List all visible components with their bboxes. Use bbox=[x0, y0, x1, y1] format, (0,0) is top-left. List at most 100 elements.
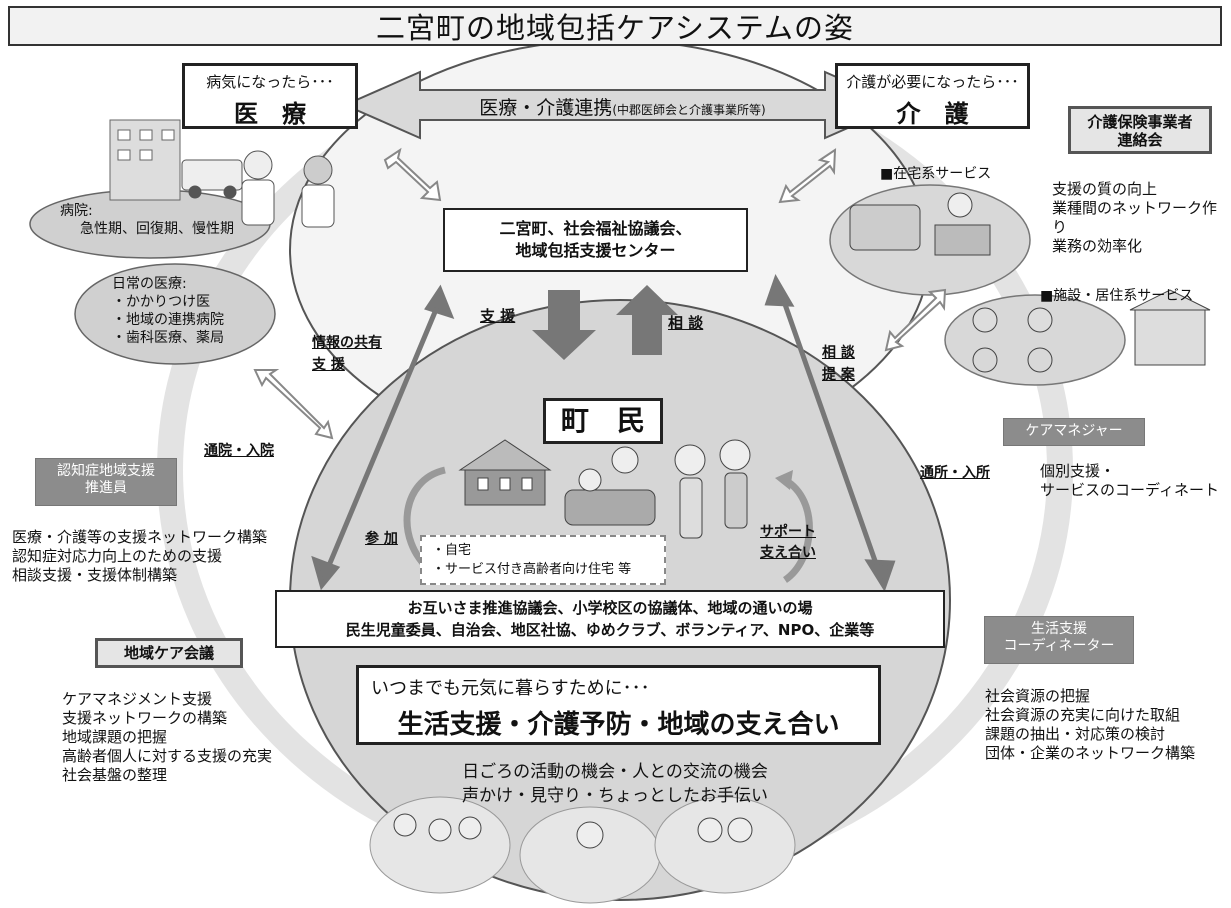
daily-activity-line-1: 日ごろの活動の機会・人との交流の機会 bbox=[462, 762, 768, 782]
dementia-item: 認知症対応力向上のための支援 bbox=[12, 547, 223, 565]
info-share-arrow bbox=[311, 284, 455, 591]
community-care-item: 支援ネットワークの構築 bbox=[62, 709, 228, 727]
provider-liaison-item: 業務の効率化 bbox=[1052, 237, 1143, 255]
hospital-building-picture bbox=[109, 119, 181, 201]
info-share-line-1: 情報の共有 bbox=[312, 335, 382, 351]
dementia-item: 相談支援・支援体制構築 bbox=[12, 566, 178, 584]
community-care-list: ケアマネジメント支援 支援ネットワークの構築 地域課題の把握 高齢者個人に対する… bbox=[62, 690, 272, 785]
collab-sub: (中郡医師会と介護事業所等) bbox=[612, 103, 766, 117]
community-care-head: 地域ケア会議 bbox=[95, 638, 243, 668]
support-arrow bbox=[532, 290, 596, 360]
community-care-item: 地域課題の把握 bbox=[62, 728, 168, 746]
community-care-item: 高齢者個人に対する支援の充実 bbox=[62, 747, 273, 765]
life-coordinator-item: 社会資源の把握 bbox=[985, 687, 1091, 705]
family-picture bbox=[564, 439, 751, 539]
medical-sub: 病気になったら･･･ bbox=[206, 73, 334, 91]
daily-medical-item: ・かかりつけ医 bbox=[112, 294, 211, 310]
visit-facility-arrow bbox=[884, 288, 947, 352]
life-coordinator-item: 団体・企業のネットワーク構築 bbox=[985, 744, 1196, 762]
activity-ellipse-2 bbox=[519, 806, 661, 904]
community-groups-line-2: 民生児童委員、自治会、地区社協、ゆめクラブ、ボランティア、NPO、企業等 bbox=[345, 621, 875, 639]
daily-medical-item: ・地域の連携病院 bbox=[112, 312, 224, 328]
consult-propose-label: 相 談 提 案 bbox=[822, 342, 855, 386]
dementia-head-1: 認知症地域支援 bbox=[57, 463, 155, 479]
participate-curve bbox=[403, 466, 446, 573]
dementia-item: 医療・介護等の支援ネットワーク構築 bbox=[12, 528, 268, 546]
housing-callout: ・自宅 ・サービス付き高齢者向け住宅 等 bbox=[420, 535, 666, 585]
medical-link-arrow bbox=[383, 147, 442, 202]
daily-medical-ellipse bbox=[74, 263, 276, 365]
support-label: 支 援 bbox=[480, 307, 516, 325]
daily-medical-item: ・歯科医療、薬局 bbox=[112, 330, 224, 346]
life-coordinator-item: 社会資源の充実に向けた取組 bbox=[985, 706, 1181, 724]
activity-pictures bbox=[393, 813, 753, 849]
visit-hospital-label: 通院・入院 bbox=[204, 443, 274, 459]
dementia-list: 医療・介護等の支援ネットワーク構築 認知症対応力向上のための支援 相談支援・支援… bbox=[12, 528, 267, 585]
daily-medical-text: 日常の医療: ・かかりつけ医 ・地域の連携病院 ・歯科医療、薬局 bbox=[112, 275, 224, 347]
facility-services-label: ■施設・居住系サービス bbox=[1040, 288, 1194, 304]
facility-service-ellipse bbox=[944, 294, 1126, 386]
provider-liaison-list: 支援の質の向上 業種間のネットワーク作り 業務の効率化 bbox=[1052, 180, 1231, 256]
consult-propose-arrow bbox=[764, 274, 896, 592]
consult-label: 相 談 bbox=[668, 314, 704, 332]
care-sub: 介護が必要になったら･･･ bbox=[846, 73, 1019, 91]
support-mutual-line-2: 支え合い bbox=[760, 545, 816, 561]
activity-ellipse-1 bbox=[369, 796, 511, 894]
daily-activity-text: 日ごろの活動の機会・人との交流の機会 声かけ・見守り・ちょっとしたお手伝い bbox=[440, 760, 790, 808]
care-link-arrow bbox=[778, 148, 837, 204]
community-groups-line-1: お互いさま推進協議会、小学校区の協議体、地域の通いの場 bbox=[407, 599, 813, 617]
center-line-1: 二宮町、社会福祉協議会、 bbox=[499, 219, 692, 238]
care-manager-head: ケアマネジャー bbox=[1003, 418, 1145, 446]
support-curve bbox=[782, 476, 813, 583]
hospital-types: 急性期、回復期、慢性期 bbox=[80, 221, 234, 237]
collab-label: 医療・介護連携(中郡医師会と介護事業所等) bbox=[420, 93, 825, 120]
provider-liaison-head-2: 連絡会 bbox=[1117, 131, 1163, 149]
provider-liaison-head-1: 介護保険事業者 bbox=[1087, 113, 1193, 131]
daily-activity-line-2: 声かけ・見守り・ちょっとしたお手伝い bbox=[462, 786, 768, 806]
info-share-line-2: 支 援 bbox=[312, 357, 345, 373]
slogan-sub: いつまでも元気に暮らすために･･･ bbox=[371, 678, 650, 699]
community-groups-box: お互いさま推進協議会、小学校区の協議体、地域の通いの場 民生児童委員、自治会、地… bbox=[275, 590, 945, 648]
center-line-2: 地域包括支援センター bbox=[515, 241, 676, 260]
visit-hospital-arrow bbox=[253, 369, 334, 440]
housing-item: ・自宅 bbox=[432, 543, 472, 558]
home-services-label: ■在宅系サービス bbox=[880, 166, 992, 182]
consult-propose-line-1: 相 談 bbox=[822, 345, 855, 361]
slogan-main: 生活支援・介護予防・地域の支え合い bbox=[397, 710, 840, 740]
hospital-text: 病院: 急性期、回復期、慢性期 bbox=[60, 202, 234, 238]
care-manager-item: サービスのコーディネート bbox=[1040, 481, 1219, 499]
activity-ellipse-3 bbox=[654, 796, 796, 894]
life-coordinator-list: 社会資源の把握 社会資源の充実に向けた取組 課題の抽出・対応策の検討 団体・企業… bbox=[985, 687, 1195, 763]
daily-medical-title: 日常の医療: bbox=[112, 276, 187, 292]
care-main: 介 護 bbox=[896, 100, 969, 128]
care-manager-list: 個別支援・ サービスのコーディネート bbox=[1040, 462, 1219, 500]
life-coordinator-head-2: コーディネーター bbox=[1003, 638, 1115, 654]
support-mutual-label: サポート 支え合い bbox=[760, 522, 816, 564]
life-coordinator-head-1: 生活支援 bbox=[1031, 621, 1087, 637]
dementia-head: 認知症地域支援 推進員 bbox=[35, 458, 177, 506]
visit-facility-label: 通所・入所 bbox=[920, 465, 990, 481]
house-picture bbox=[458, 439, 552, 506]
life-coordinator-head: 生活支援 コーディネーター bbox=[984, 616, 1134, 664]
home-service-picture bbox=[849, 192, 991, 256]
ambulance-picture bbox=[181, 159, 243, 199]
residents-title: 町 民 bbox=[543, 398, 663, 444]
care-box: 介護が必要になったら･･･ 介 護 bbox=[835, 63, 1030, 129]
dementia-head-2: 推進員 bbox=[85, 480, 127, 496]
care-manager-item: 個別支援・ bbox=[1040, 462, 1116, 480]
community-care-item: 社会基盤の整理 bbox=[62, 766, 168, 784]
consult-arrow bbox=[616, 285, 678, 355]
medical-main: 医 療 bbox=[234, 100, 306, 128]
provider-liaison-item: 業種間のネットワーク作り bbox=[1052, 199, 1218, 236]
collab-main: 医療・介護連携 bbox=[479, 97, 613, 119]
doctor-nurse-picture bbox=[241, 150, 335, 228]
housing-item: ・サービス付き高齢者向け住宅 等 bbox=[432, 562, 632, 577]
page-title: 二宮町の地域包括ケアシステムの姿 bbox=[8, 6, 1222, 46]
participate-label: 参 加 bbox=[365, 531, 398, 547]
support-mutual-line-1: サポート bbox=[760, 524, 816, 540]
facility-picture bbox=[972, 289, 1211, 373]
medical-box: 病気になったら･･･ 医 療 bbox=[182, 63, 358, 129]
consult-propose-line-2: 提 案 bbox=[822, 367, 855, 383]
community-care-item: ケアマネジメント支援 bbox=[62, 690, 213, 708]
provider-liaison-head: 介護保険事業者 連絡会 bbox=[1068, 106, 1212, 154]
